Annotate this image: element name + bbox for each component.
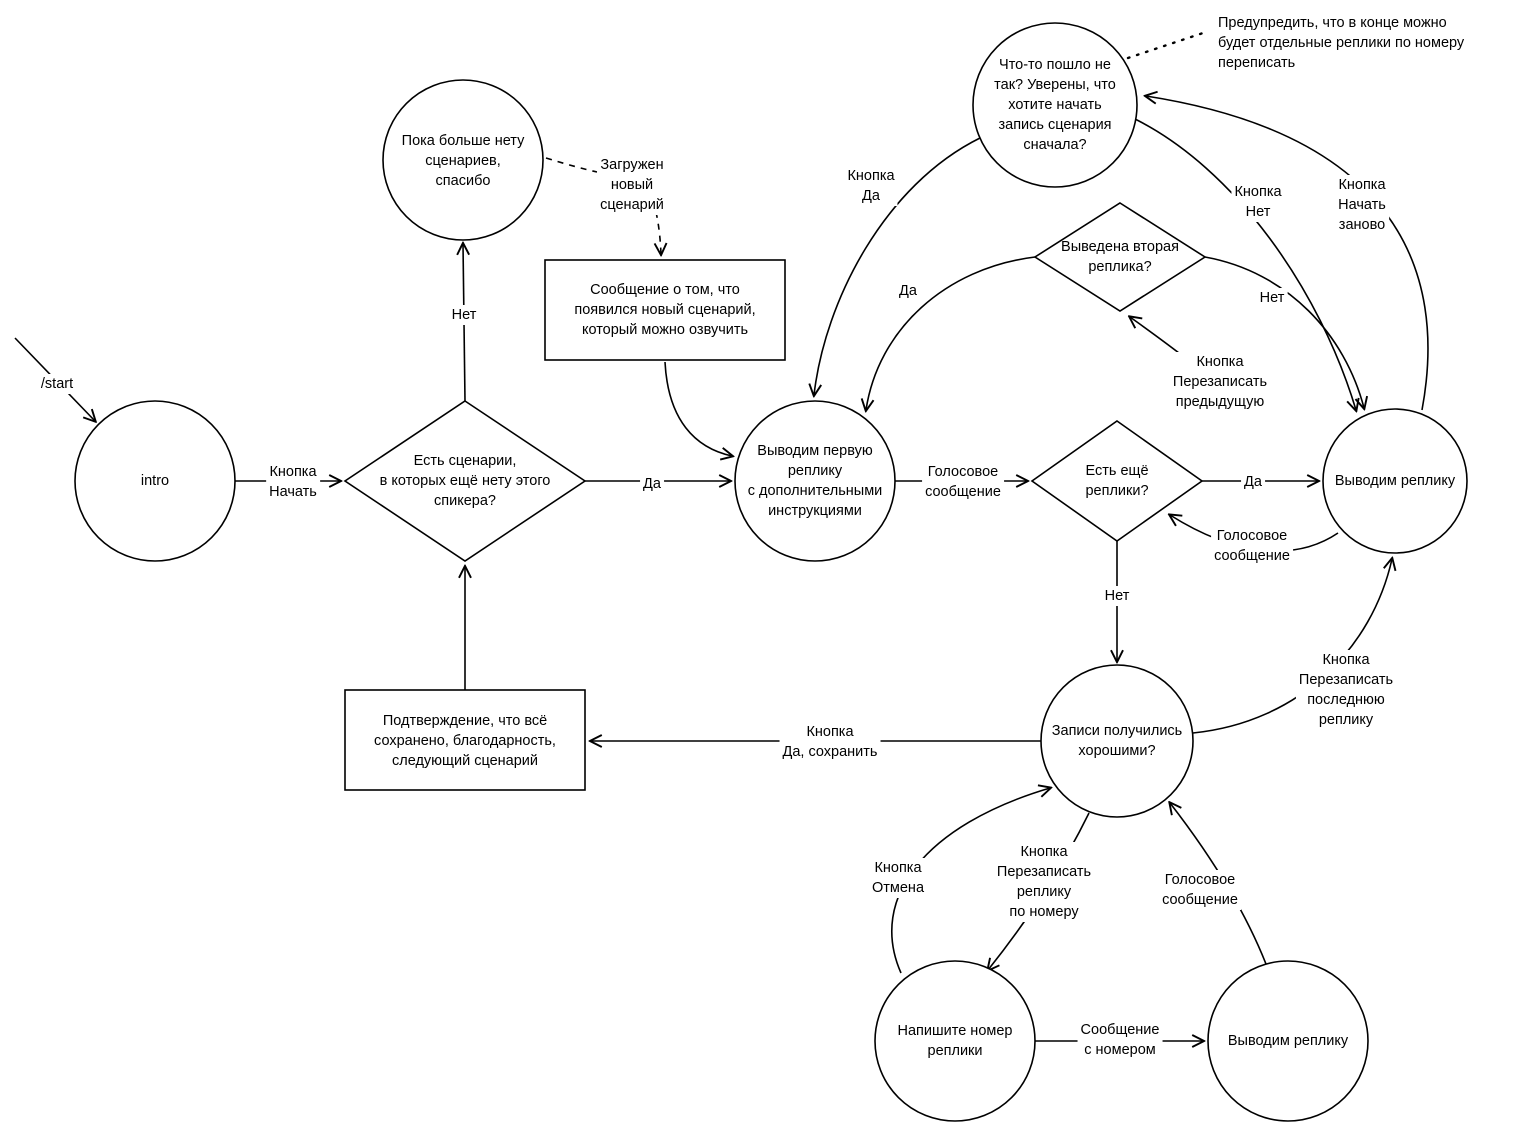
annotation-note: Предупредить, что в конце можно будет от… xyxy=(1218,13,1465,73)
node-confirm-saved-shape xyxy=(344,689,586,791)
node-output-line-label: Выводим реплику xyxy=(1334,473,1456,489)
edge-annotation-dotted xyxy=(1126,30,1208,60)
node-no-more-scenarios-shape xyxy=(382,79,544,241)
edge-label-btn-save: Кнопка Да, сохранить xyxy=(779,722,881,762)
edge-btn-yes xyxy=(814,137,981,395)
edge-btn-no xyxy=(1132,117,1356,410)
edge-label-voice-message-3: Голосовое сообщение xyxy=(1159,870,1241,910)
edge-label-btn-cancel: Кнопка Отмена xyxy=(868,858,928,898)
node-more-lines-shape xyxy=(1030,420,1204,542)
node-intro-shape xyxy=(74,400,236,562)
edge-label-message-with-number: Сообщение с номером xyxy=(1077,1020,1163,1060)
edge-label-second-line-yes: Да xyxy=(896,281,920,301)
node-recordings-good-shape xyxy=(1040,664,1194,818)
edge-label-btn-no: Кнопка Нет xyxy=(1231,182,1285,222)
node-second-line-shown-shape xyxy=(1033,202,1207,312)
edge-new-scenario-loaded-2 xyxy=(656,211,661,254)
edge-label-more-lines-no: Нет xyxy=(1101,586,1133,606)
edge-label-no-scenarios: Нет xyxy=(448,305,480,325)
edge-label-btn-rerecord-last: Кнопка Перезаписать последнюю реплику xyxy=(1295,650,1397,730)
node-confirm-saved-label: Подтверждение, что всё сохранено, благод… xyxy=(374,713,556,769)
node-second-line-shown-label: Выведена вторая реплика? xyxy=(1061,239,1179,275)
edge-second-line-yes xyxy=(866,256,1036,410)
node-first-line-shape xyxy=(734,400,896,562)
edge-message-to-first-line xyxy=(664,361,732,456)
edge-label-second-line-no: Нет xyxy=(1256,288,1288,308)
node-something-wrong-label: Что-то пошло не так? Уверены, что хотите… xyxy=(994,57,1116,153)
edge-new-scenario-loaded-1 xyxy=(545,157,598,173)
edge-label-voice-message-1: Голосовое сообщение xyxy=(922,462,1004,502)
node-no-more-scenarios-label: Пока больше нету сценариев, спасибо xyxy=(401,133,525,189)
edge-label-more-lines-yes: Да xyxy=(1241,472,1265,492)
edge-label-btn-restart: Кнопка Начать заново xyxy=(1335,175,1389,235)
edge-label-btn-yes: Кнопка Да xyxy=(844,166,898,206)
node-scenarios-exist-label: Есть сценарии, в которых ещё нету этого … xyxy=(379,453,551,509)
node-recordings-good-label: Записи получились хорошими? xyxy=(1051,723,1183,759)
node-something-wrong-shape xyxy=(972,22,1138,188)
node-scenarios-exist-shape xyxy=(343,400,587,562)
node-output-line-shape xyxy=(1322,408,1468,554)
node-write-number-label: Напишите номер реплики xyxy=(897,1023,1013,1059)
node-write-number-shape xyxy=(874,960,1036,1122)
node-output-line-by-number-label: Выводим реплику xyxy=(1227,1033,1349,1049)
edge-label-btn-rerecord-previous: Кнопка Перезаписать предыдущую xyxy=(1169,352,1271,412)
edge-label-new-scenario-loaded: Загружен новый сценарий xyxy=(597,155,667,215)
edge-label-scenarios-yes: Да xyxy=(640,474,664,494)
node-first-line-label: Выводим первую реплику с дополнительными… xyxy=(747,443,883,519)
edge-label-btn-rerecord-by-number: Кнопка Перезаписать реплику по номеру xyxy=(993,842,1095,922)
edge-label-start: /start xyxy=(37,374,77,394)
node-new-scenario-message-label: Сообщение о том, что появился новый сцен… xyxy=(574,282,756,338)
node-output-line-by-number-shape xyxy=(1207,960,1369,1122)
node-more-lines-label: Есть ещё реплики? xyxy=(1085,463,1149,499)
edge-second-line-no xyxy=(1204,256,1364,408)
node-new-scenario-message-shape xyxy=(544,259,786,361)
node-intro-label: intro xyxy=(140,473,170,489)
edge-label-btn-start: Кнопка Начать xyxy=(266,462,320,502)
edge-label-voice-message-2: Голосовое сообщение xyxy=(1211,526,1293,566)
